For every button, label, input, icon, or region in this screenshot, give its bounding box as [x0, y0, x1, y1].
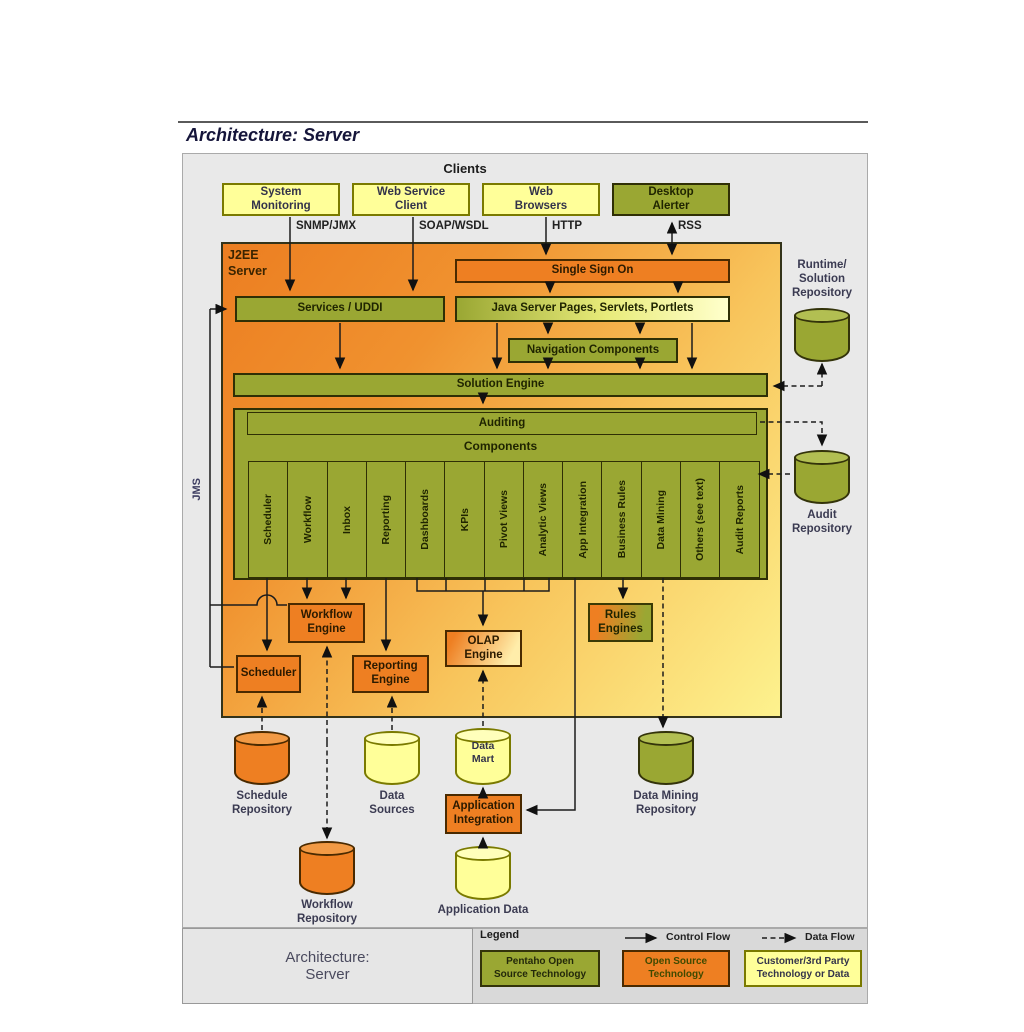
column-label: Workflow	[301, 495, 314, 544]
column-label: Data Mining	[655, 489, 668, 550]
runtime-solution-repository-label: Runtime/ Solution Repository	[791, 259, 853, 300]
j2ee-server-label: J2EE Server	[228, 248, 267, 278]
application-data-cylinder	[455, 846, 511, 900]
auditing-bar: Auditing	[247, 412, 757, 435]
data-mining-repository-label: Data Mining Repository	[633, 790, 699, 817]
column-app-integration: App Integration	[562, 461, 603, 578]
reporting-engine-box: Reporting Engine	[352, 655, 429, 693]
clients-heading: Clients	[443, 161, 487, 176]
workflow-repository-label: Workflow Repository	[296, 899, 358, 926]
column-inbox: Inbox	[326, 461, 368, 578]
column-label: Dashboards	[419, 489, 432, 550]
column-label: Business Rules	[615, 480, 628, 559]
data-mart-label: Data Mart	[471, 740, 495, 765]
data-mart-cylinder: Data Mart	[455, 728, 511, 785]
legend-key-open-source: Open Source Technology	[622, 950, 730, 987]
column-label: KPIs	[458, 507, 471, 532]
scheduler-engine-box: Scheduler	[236, 655, 301, 693]
runtime-solution-repository-cylinder	[794, 308, 850, 362]
column-dashboards: Dashboards	[405, 461, 446, 578]
column-audit-reports: Audit Reports	[719, 461, 760, 578]
client-box-web-browsers: Web Browsers	[482, 183, 600, 216]
components-label: Components	[463, 439, 538, 453]
components-columns-row: Scheduler Workflow Inbox Reporting Dashb…	[248, 461, 760, 578]
protocol-label-rss: RSS	[678, 220, 702, 232]
column-data-mining: Data Mining	[640, 461, 682, 578]
navigation-components-box: Navigation Components	[508, 338, 678, 363]
column-label: Others (see text)	[694, 478, 707, 561]
audit-repository-label: Audit Repository	[791, 509, 853, 536]
workflow-repository-cylinder	[299, 841, 355, 895]
jms-label: JMS	[191, 478, 203, 501]
single-sign-on-box: Single Sign On	[455, 259, 730, 283]
client-box-system-monitoring: System Monitoring	[222, 183, 340, 216]
data-mining-repository-cylinder	[638, 731, 694, 785]
control-flow-label: Control Flow	[666, 931, 731, 943]
column-others: Others (see text)	[679, 461, 721, 578]
page-title: Architecture: Server	[186, 125, 360, 145]
data-sources-label: Data Sources	[369, 790, 415, 817]
schedule-repository-label: Schedule Repository	[231, 790, 293, 817]
legend-key-customer-third-party: Customer/3rd Party Technology or Data	[744, 950, 862, 987]
column-label: App Integration	[576, 480, 589, 559]
solution-engine-box: Solution Engine	[233, 373, 768, 397]
data-sources-cylinder	[364, 731, 420, 785]
schedule-repository-cylinder	[234, 731, 290, 785]
column-scheduler: Scheduler	[248, 461, 289, 578]
workflow-engine-box: Workflow Engine	[288, 603, 365, 643]
application-data-label: Application Data	[437, 904, 529, 916]
column-reporting: Reporting	[365, 461, 407, 578]
protocol-label-soap-wsdl: SOAP/WSDL	[419, 220, 489, 232]
column-label: Reporting	[380, 494, 393, 545]
column-label: Inbox	[340, 505, 353, 534]
column-label: Audit Reports	[733, 484, 746, 555]
legend-key-pentaho-open-source: Pentaho Open Source Technology	[480, 950, 600, 987]
column-label: Scheduler	[262, 494, 275, 545]
top-divider	[178, 121, 868, 123]
jsp-servlets-portlets-box: Java Server Pages, Servlets, Portlets	[455, 296, 730, 322]
column-workflow: Workflow	[287, 461, 329, 578]
client-box-web-service-client: Web Service Client	[352, 183, 470, 216]
client-box-desktop-alerter: Desktop Alerter	[612, 183, 730, 216]
application-integration-box: Application Integration	[445, 794, 522, 834]
services-uddi-box: Services / UDDI	[235, 296, 445, 322]
audit-repository-cylinder	[794, 450, 850, 504]
protocol-label-snmp-jmx: SNMP/JMX	[296, 220, 357, 232]
rules-engines-box: Rules Engines	[588, 603, 653, 642]
column-label: Analytic Views	[537, 482, 550, 557]
column-business-rules: Business Rules	[601, 461, 643, 578]
legend-heading: Legend	[480, 929, 520, 941]
column-pivot-views: Pivot Views	[483, 461, 525, 578]
olap-engine-box: OLAP Engine	[445, 630, 522, 667]
footer-title-panel: Architecture: Server	[182, 928, 473, 1004]
column-kpis: KPIs	[444, 461, 486, 578]
column-analytic-views: Analytic Views	[522, 461, 564, 578]
column-label: Pivot Views	[497, 490, 510, 549]
protocol-label-http: HTTP	[552, 220, 583, 232]
data-flow-label: Data Flow	[805, 931, 855, 943]
